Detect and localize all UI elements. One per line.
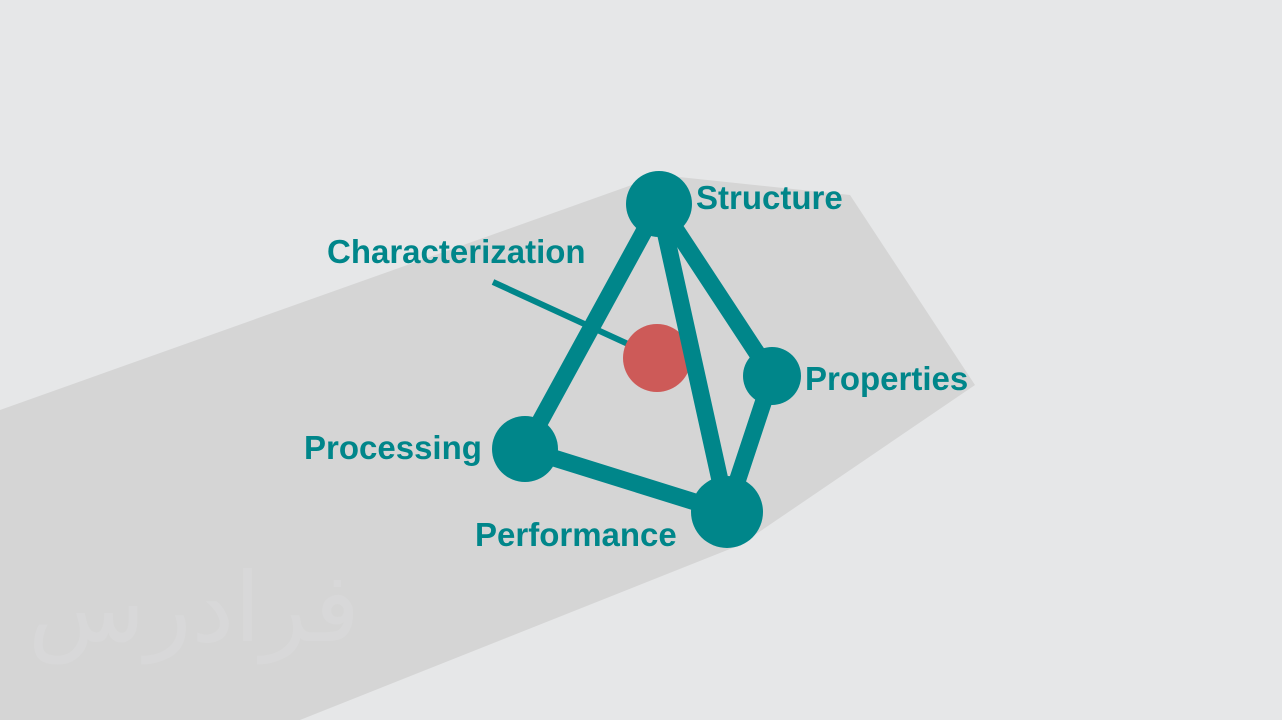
- characterization-pointer-line: [491, 279, 630, 347]
- edge-structure-performance: [650, 195, 736, 521]
- node-structure: [626, 171, 692, 237]
- node-performance: [691, 476, 763, 548]
- node-properties: [743, 347, 801, 405]
- label-characterization: Characterization: [327, 233, 586, 270]
- characterization-center-dot: [623, 324, 691, 392]
- label-performance: Performance: [475, 516, 677, 553]
- label-properties: Properties: [805, 360, 969, 397]
- edge-structure-processing: [516, 195, 668, 458]
- node-processing: [492, 416, 558, 482]
- label-processing: Processing: [304, 429, 482, 466]
- label-structure: Structure: [696, 179, 843, 216]
- edge-structure-properties: [650, 195, 781, 385]
- brand-watermark-logo: فرادرس: [28, 552, 360, 664]
